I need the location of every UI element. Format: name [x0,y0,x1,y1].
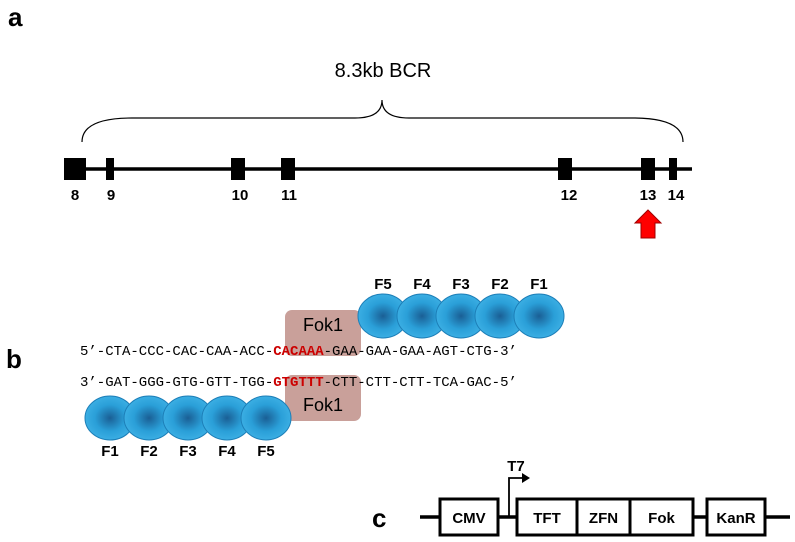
panel-c: c T7 CMV TFT ZFN Fok KanR [372,458,790,537]
t7-arrowhead-icon [522,473,530,483]
t7-label: T7 [507,458,525,475]
bottom-finger-label-f3: F3 [179,443,197,460]
fok1-box-bottom [285,375,361,421]
exon-13-label: 13 [640,187,657,204]
panel-letter-b: b [6,344,22,374]
exon-9-label: 9 [107,187,115,204]
construct-box-kanr [705,497,767,537]
construct-boxes: CMV TFT ZFN Fok KanR [438,497,767,537]
exon-14-box [669,158,677,180]
bottom-zinc-fingers: F1 F2 F3 F4 F5 [84,395,292,460]
fok1-label-top: Fok1 [303,315,343,335]
top-finger-label-f1: F1 [530,276,548,293]
construct-box-fok [628,497,695,537]
exon-10-box [231,158,245,180]
bcr-brace [81,99,684,143]
top-strand-prefix: 5’-CTA-CCC-CAC-CAA-ACC- [80,344,273,360]
exon-13-box [641,158,655,180]
construct-label-fok: Fok [648,510,675,527]
top-dna-strand: 5’-CTA-CCC-CAC-CAA-ACC-CACAAA-GAA-GAA-GA… [80,344,517,360]
exon-11-label: 11 [281,187,297,204]
fok1-label-bottom: Fok1 [303,395,343,415]
construct-label-zfn: ZFN [589,510,618,527]
bottom-finger-label-f2: F2 [140,443,158,460]
construct-label-kanr: KanR [716,510,755,527]
exon-10-label: 10 [232,187,249,204]
top-finger-label-f5: F5 [374,276,392,293]
construct-box-cmv [438,497,500,537]
bottom-strand-cut-site: GTGTTT [273,375,323,391]
bottom-finger-f5 [240,395,292,441]
panel-letter-c: c [372,503,386,533]
exon-9-box [106,158,114,180]
top-strand-cut-site: CACAAA [273,344,324,360]
exon-8-box [64,158,86,180]
bottom-finger-label-f5: F5 [257,443,275,460]
bottom-finger-label-f1: F1 [101,443,119,460]
top-strand-suffix: -GAA-GAA-GAA-AGT-CTG-3’ [324,344,517,360]
bcr-region-label: 8.3kb BCR [335,60,432,82]
exon-14-label: 14 [668,187,685,204]
bottom-strand-prefix: 3’-GAT-GGG-GTG-GTT-TGG- [80,375,273,391]
panel-letter-a: a [8,2,23,32]
top-finger-label-f4: F4 [413,276,431,293]
construct-label-cmv: CMV [452,510,485,527]
bottom-dna-strand: 3’-GAT-GGG-GTG-GTT-TGG-GTGTTT-CTT-CTT-CT… [80,375,517,391]
fok1-box-top [285,310,361,356]
construct-label-tft: TFT [533,510,561,527]
exon-11-box [281,158,295,180]
bottom-finger-label-f4: F4 [218,443,236,460]
exon-12-box [558,158,572,180]
top-finger-f1 [513,293,565,339]
top-finger-label-f3: F3 [452,276,470,293]
top-zinc-fingers: F5 F4 F3 F2 F1 [357,276,565,339]
exon-group: 8 9 10 11 12 13 14 [64,158,685,204]
t7-promoter-arrow-icon [508,477,526,517]
bottom-strand-suffix: -CTT-CTT-CTT-TCA-GAC-5’ [324,375,517,391]
red-up-arrow-icon [633,209,663,239]
exon-8-label: 8 [71,187,79,204]
exon-12-label: 12 [561,187,578,204]
panel-a: a 8.3kb BCR 8 9 10 11 12 13 14 [8,2,692,239]
top-finger-label-f2: F2 [491,276,509,293]
